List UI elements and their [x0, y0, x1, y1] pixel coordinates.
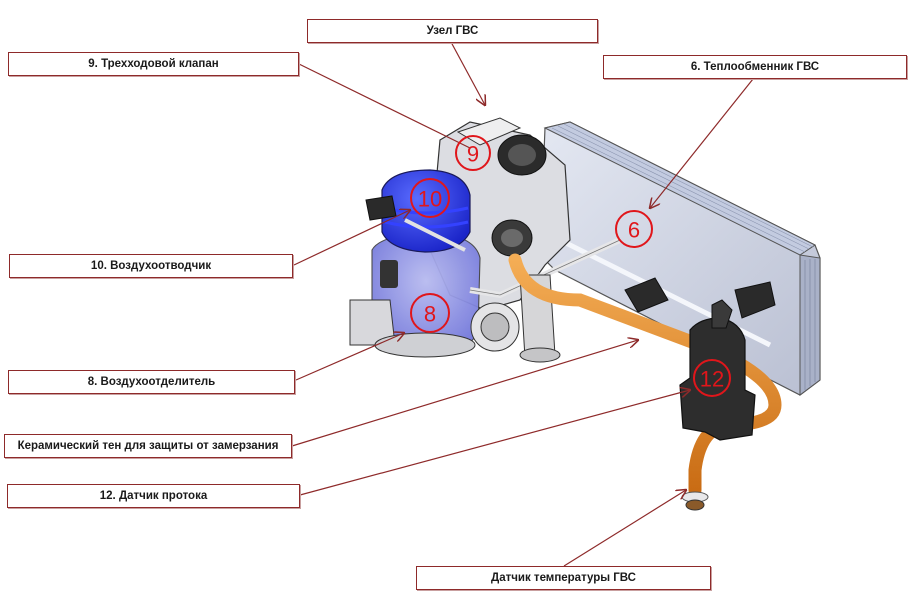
leader-three-way-valve — [298, 63, 471, 149]
label-ceramic-heater: Керамический тен для защиты от замерзани… — [4, 434, 292, 458]
callout-6-text: 6 — [628, 218, 640, 243]
label-flow-sensor: 12. Датчик протока — [7, 484, 300, 508]
leader-lines — [291, 41, 754, 567]
leader-air-separator — [295, 333, 404, 381]
leader-flow-sensor — [299, 390, 690, 496]
callout-8: 8 — [410, 293, 450, 333]
label-dhw-heat-exchanger: 6. Теплообменник ГВС — [603, 55, 907, 79]
leader-air-vent — [293, 210, 410, 266]
callout-9-text: 9 — [467, 142, 479, 167]
label-air-vent: 10. Воздухоотводчик — [9, 254, 293, 278]
leader-ceramic-heater — [291, 340, 638, 447]
label-dhw-temp-sensor: Датчик температуры ГВС — [416, 566, 711, 590]
callout-10-text: 10 — [418, 187, 442, 212]
callout-10: 10 — [410, 178, 450, 218]
callout-12: 12 — [693, 359, 731, 397]
leader-dhw-temp-sensor — [563, 490, 686, 567]
callout-8-text: 8 — [424, 302, 436, 327]
leader-dhw-unit — [450, 41, 485, 105]
flow-sensor-graphic — [679, 299, 756, 441]
label-three-way-valve: 9. Трехходовой клапан — [8, 52, 299, 76]
callout-9: 9 — [455, 135, 491, 171]
callout-6: 6 — [615, 210, 653, 248]
connectors-graphic — [624, 277, 776, 319]
leader-dhw-heat-exchanger — [650, 78, 754, 208]
callout-12-text: 12 — [700, 367, 724, 392]
label-air-separator: 8. Воздухоотделитель — [8, 370, 295, 394]
label-dhw-unit: Узел ГВС — [307, 19, 598, 43]
